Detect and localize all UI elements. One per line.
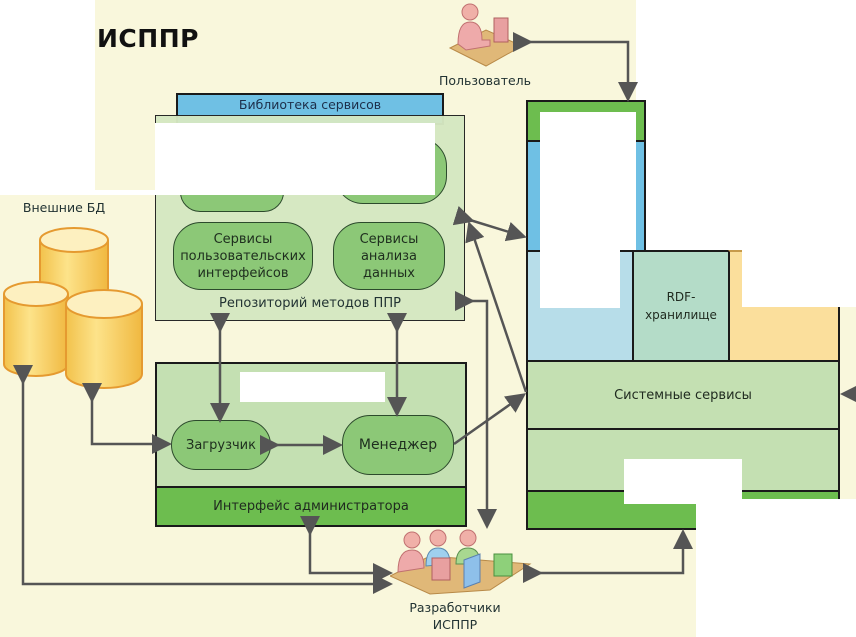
developers-label-line1: Разработчики (409, 600, 501, 615)
rdf-store-block: RDF- хранилище (632, 250, 730, 362)
developers-label-line2: ИСППР (432, 617, 478, 632)
redaction-patch (624, 459, 742, 504)
redaction-patch (742, 250, 856, 307)
ui-services-line: Сервисы (213, 231, 273, 247)
ui-services-line: интерфейсов (197, 265, 289, 281)
redaction-patch (155, 123, 435, 195)
blank-area-top-left (0, 0, 95, 190)
analysis-services-pill: Сервисы анализа данных (333, 222, 445, 290)
user-label: Пользователь (438, 73, 532, 88)
system-services-block: Системные сервисы (526, 360, 840, 430)
analysis-services-line: Сервисы (359, 231, 419, 247)
ui-services-line: пользовательских (180, 248, 306, 264)
admin-interface-label: Интерфейс администратора (213, 499, 409, 514)
rdf-store-line: RDF- (666, 290, 696, 304)
database-cylinder (65, 289, 143, 389)
admin-interface-bar[interactable]: Интерфейс администратора (155, 486, 467, 527)
database-cylinder (3, 281, 69, 377)
blank-area-top-right (636, 0, 856, 250)
service-library-label: Библиотека сервисов (238, 97, 382, 112)
redaction-patch (540, 250, 620, 308)
developers-actor-icon (388, 528, 540, 598)
repository-label: Репозиторий методов ППР (219, 296, 401, 311)
database-icon (0, 222, 150, 392)
analysis-services-line: анализа (360, 248, 418, 264)
diagram-title: ИСППР (97, 24, 199, 53)
loader-pill[interactable]: Загрузчик (171, 420, 271, 470)
rdf-store-line: хранилище (645, 308, 717, 322)
redaction-patch (0, 190, 410, 195)
system-services-label: Системные сервисы (614, 387, 752, 403)
analysis-services-line: данных (363, 265, 415, 281)
redaction-patch (696, 499, 856, 637)
ui-services-pill: Сервисы пользовательских интерфейсов (173, 222, 313, 290)
manager-pill[interactable]: Менеджер (342, 415, 454, 475)
redaction-patch (540, 112, 636, 255)
external-db-label: Внешние БД (22, 200, 106, 215)
user-actor-icon (446, 0, 526, 68)
redaction-patch (240, 372, 385, 402)
